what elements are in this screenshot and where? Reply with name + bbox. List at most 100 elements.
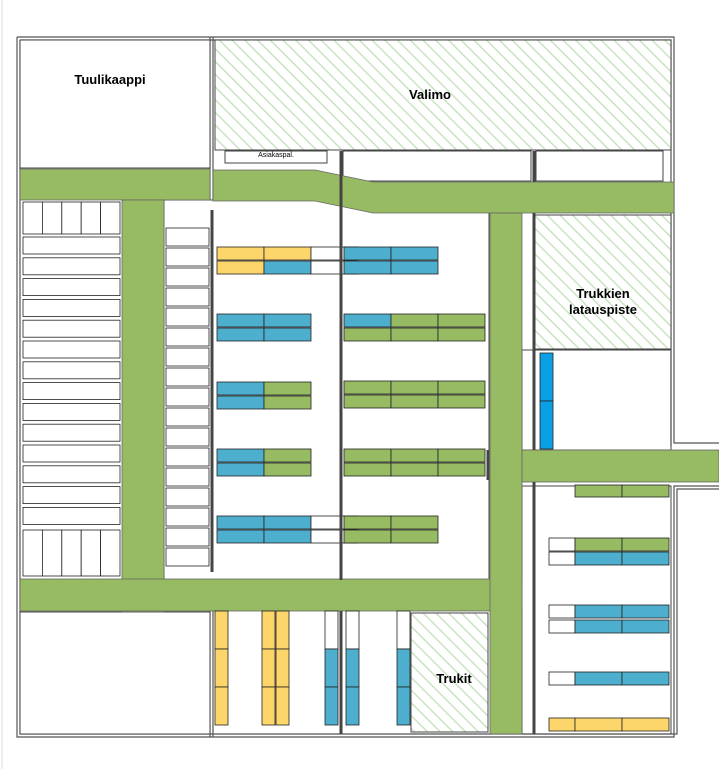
shelf-slot — [22, 529, 43, 577]
rack-row — [343, 394, 392, 409]
rack-column — [261, 686, 276, 726]
rack-column — [539, 352, 554, 402]
rack-row — [548, 604, 576, 619]
rack-row — [574, 604, 623, 619]
rack-row — [263, 246, 312, 261]
shelf-slot — [165, 427, 210, 447]
shelf-slot — [165, 407, 210, 427]
rack-row — [437, 462, 486, 477]
walkway-top — [19, 168, 211, 201]
rack-column — [345, 610, 360, 650]
shelf-slot — [22, 423, 121, 442]
rack-row — [390, 327, 439, 342]
shelf-slot — [22, 486, 121, 505]
shelf-slot — [42, 529, 63, 577]
shelf-slot — [61, 529, 82, 577]
walkways — [19, 168, 719, 735]
shelf-slot — [165, 327, 210, 347]
rack-row — [216, 529, 265, 544]
trukit-label: Trukit — [436, 671, 472, 686]
rack-row — [437, 327, 486, 342]
rack-row — [216, 260, 265, 275]
shelf-slot — [22, 236, 121, 255]
rack-row — [216, 246, 265, 261]
rack-row — [574, 551, 623, 566]
shelf-slot — [165, 367, 210, 387]
rack-column — [275, 648, 290, 688]
asiakaspalvelu-box — [224, 150, 328, 164]
tuulikaappi-room — [19, 39, 211, 169]
walkway-top-diag — [212, 169, 675, 214]
tuulikaappi-label: Tuulikaappi — [74, 72, 146, 87]
rack-column — [324, 648, 339, 688]
shelf-slot — [22, 465, 121, 484]
shelf-slot — [165, 527, 210, 547]
rack-column — [345, 648, 360, 688]
rack-row — [216, 462, 265, 477]
shelf-slot — [165, 467, 210, 487]
outer-wall-lower-inner — [19, 40, 719, 735]
rack-row — [263, 395, 312, 410]
rack-row — [343, 380, 392, 395]
valimo-label: Valimo — [409, 87, 451, 102]
shelf-slot — [165, 247, 210, 267]
rack-row — [621, 604, 670, 619]
rack-row — [390, 313, 439, 328]
outer-wall-lower — [16, 37, 719, 738]
rack-row — [548, 551, 576, 566]
charging-room — [532, 214, 672, 350]
shelf-slot — [165, 447, 210, 467]
rack-row — [574, 537, 623, 552]
rack-column — [324, 610, 339, 650]
rack-row — [343, 327, 392, 342]
rack-row — [343, 515, 392, 530]
rack-row — [390, 529, 439, 544]
rack-column — [214, 648, 229, 688]
rack-dividers — [210, 151, 536, 734]
valimo-room — [214, 39, 672, 151]
shelf-slot — [80, 529, 101, 577]
rack-row — [216, 381, 265, 396]
rack-row — [343, 260, 392, 275]
shelf-slot — [165, 287, 210, 307]
rack-row — [263, 448, 312, 463]
rack-row — [621, 551, 670, 566]
rack-row — [216, 515, 265, 530]
shelf-slot — [165, 267, 210, 287]
outer-wall — [17, 36, 719, 444]
rack-column — [275, 686, 290, 726]
rack-row — [621, 537, 670, 552]
rack-column — [214, 610, 229, 650]
shelf-slot — [80, 201, 101, 235]
shelf-slot — [22, 444, 121, 463]
shelf-slot — [165, 347, 210, 367]
rack-row — [343, 529, 392, 544]
rack-row — [548, 671, 576, 686]
shelf-slot — [165, 227, 210, 247]
shelf-slot — [22, 402, 121, 421]
rack-row — [621, 671, 670, 686]
rack-row — [263, 260, 312, 275]
shelf-slot — [61, 201, 82, 235]
shelf-slot — [165, 487, 210, 507]
rack-row — [437, 394, 486, 409]
rack-row — [390, 394, 439, 409]
walkway-bottom — [19, 578, 523, 612]
rack-row — [390, 260, 439, 275]
rack-row — [390, 246, 439, 261]
rack-row — [437, 313, 486, 328]
rack-row — [621, 484, 670, 498]
shelf-slot — [22, 361, 121, 380]
walkway-left-vertical — [121, 199, 165, 613]
rack-row — [216, 448, 265, 463]
rack-row — [390, 380, 439, 395]
rack-row — [343, 246, 392, 261]
rack-row — [216, 327, 265, 342]
rack-row — [216, 395, 265, 410]
rack-column — [261, 610, 276, 650]
rack-row — [548, 717, 576, 732]
shelf-slot — [22, 257, 121, 276]
rack-row — [437, 448, 486, 463]
rack-row — [621, 619, 670, 634]
